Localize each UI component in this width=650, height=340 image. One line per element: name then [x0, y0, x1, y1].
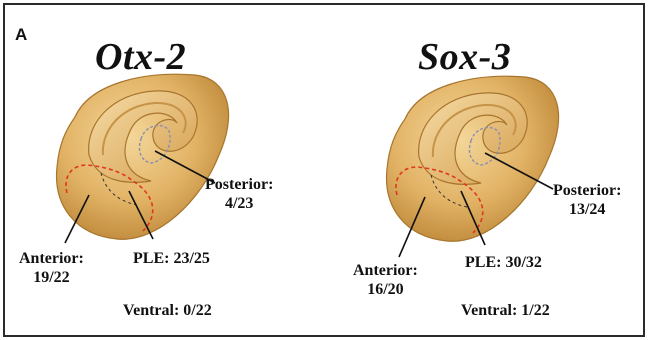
region-name: Posterior: — [553, 181, 621, 200]
region-name: Anterior: — [19, 249, 84, 268]
ventral-label: Ventral: 1/22 — [461, 301, 550, 320]
region-count: 19/22 — [19, 268, 84, 287]
region-count: 16/20 — [353, 280, 418, 299]
ple-label: PLE: 23/25 — [133, 249, 210, 268]
embryo-otx2 — [57, 74, 229, 243]
posterior-label: Posterior: 4/23 — [205, 175, 273, 213]
region-count: 13/24 — [553, 200, 621, 219]
region-name: Anterior: — [353, 261, 418, 280]
region-count: 4/23 — [205, 194, 273, 213]
embryo-sox3 — [387, 76, 559, 257]
posterior-label: Posterior: 13/24 — [553, 181, 621, 219]
anterior-label: Anterior: 16/20 — [353, 261, 418, 299]
anterior-label: Anterior: 19/22 — [19, 249, 84, 287]
region-name: Posterior: — [205, 175, 273, 194]
gene-title-otx2: Otx-2 — [95, 35, 186, 79]
ple-label: PLE: 30/32 — [465, 253, 542, 272]
figure-panel: A — [3, 3, 645, 337]
ventral-label: Ventral: 0/22 — [123, 301, 212, 320]
gene-title-sox3: Sox-3 — [418, 35, 511, 79]
